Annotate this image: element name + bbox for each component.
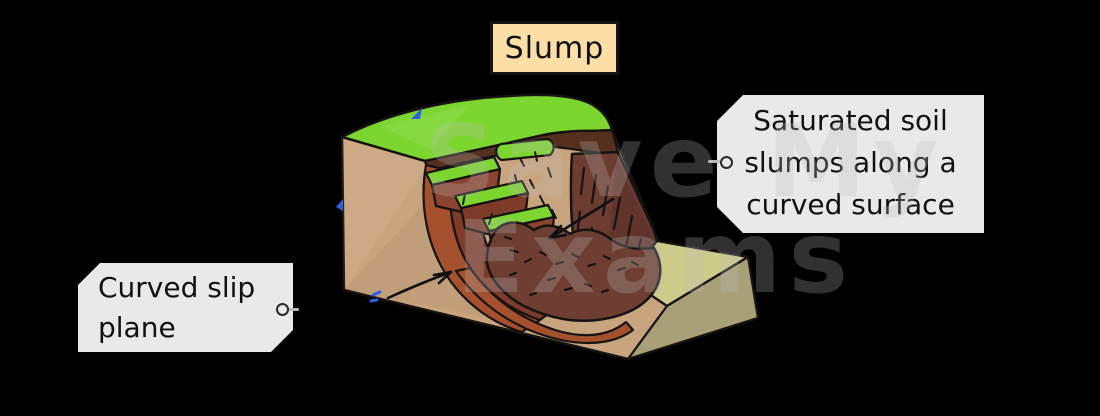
front-face-facet-light — [342, 137, 430, 290]
blue-arrow-tip-top — [411, 108, 422, 119]
debris-texture-squiggles — [504, 236, 639, 296]
slump-block-1-turf-cap — [424, 155, 502, 187]
slump-direction-arrow — [548, 197, 615, 240]
curved-slip-plane-line-1: Curved slip — [98, 271, 256, 304]
blue-arrow-tip-left — [336, 199, 343, 211]
block-right-side-face — [626, 255, 760, 361]
grass-facet-light — [380, 105, 470, 150]
curved-slip-plane-arrow — [386, 270, 453, 300]
curved-slip-plane-callout-background — [78, 263, 293, 352]
saturated-callout-connector-line — [708, 160, 720, 163]
saturated-soil-callout: Saturated soil slumps along a curved sur… — [708, 95, 984, 233]
saturated-soil-callout-background — [717, 95, 984, 233]
saturated-callout-connector-dot — [720, 156, 733, 169]
saturated-soil-line-2: slumps along a — [744, 146, 957, 179]
slump-block-3-turf-cap — [481, 203, 556, 233]
title-text: Slump — [504, 30, 605, 66]
slump-block-2-turf-cap — [453, 179, 530, 210]
slumped-debris-mass — [485, 221, 662, 322]
slipped-turf-ledge — [495, 137, 555, 162]
slip-plane-callout-connector-line — [286, 308, 299, 311]
curved-slip-plane-line-2: plane — [98, 311, 176, 344]
slip-plane-band-toe — [454, 266, 635, 345]
curved-slip-plane-callout: Curved slip plane — [78, 263, 299, 352]
blue-arrow-tip-bottom — [369, 290, 382, 303]
saturated-soil-line-3: curved surface — [746, 188, 955, 221]
saturated-soil-line-1: Saturated soil — [753, 104, 948, 137]
title-box: Slump — [490, 21, 619, 75]
slip-plane-callout-connector-dot — [276, 303, 289, 316]
